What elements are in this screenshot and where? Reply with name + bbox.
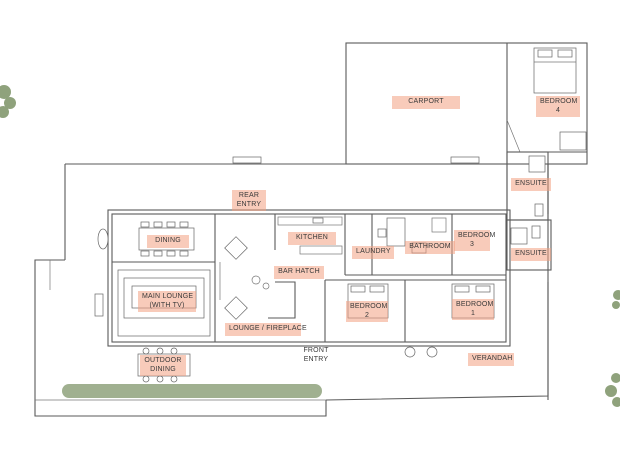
lounge-fireplace-furniture — [219, 236, 296, 320]
label-carport: CARPORT — [392, 96, 460, 109]
label-main-lounge: MAIN LOUNGE (WITH TV) — [138, 291, 196, 312]
label-outdoor-dining: OUTDOOR DINING — [140, 355, 186, 376]
tree-right-bottom — [605, 373, 620, 407]
label-bedroom-1: BEDROOM 1 — [452, 299, 494, 320]
label-bedroom-3: BEDROOM 3 — [454, 230, 495, 251]
kitchen-counters — [277, 216, 343, 255]
label-lounge-fireplace: LOUNGE / FIREPLACE — [225, 323, 307, 336]
hedge — [62, 384, 322, 398]
label-ensuite-top: ENSUITE — [511, 178, 551, 191]
label-ensuite-right: ENSUITE — [511, 248, 551, 261]
ensuite-fixtures — [510, 155, 546, 245]
verandah-chairs — [404, 346, 438, 358]
tree-right-mid — [612, 290, 620, 309]
verandah-outline — [34, 163, 549, 417]
label-bedroom-4: BEDROOM 4 — [536, 96, 580, 117]
verandah-left-furniture — [94, 228, 109, 317]
label-laundry: LAUNDRY — [352, 246, 394, 259]
label-bathroom: BATHROOM — [405, 241, 455, 254]
label-dining: DINING — [147, 235, 189, 248]
label-kitchen: KITCHEN — [288, 232, 336, 245]
label-rear-entry: REAR ENTRY — [232, 190, 266, 211]
label-verandah: VERANDAH — [468, 353, 514, 366]
bedroom4-bed — [533, 47, 587, 151]
label-bar-hatch: BAR HATCH — [274, 266, 324, 279]
label-front-entry: FRONT ENTRY — [303, 347, 329, 363]
label-bedroom-2: BEDROOM 2 — [346, 301, 388, 322]
tree-left — [0, 85, 16, 118]
